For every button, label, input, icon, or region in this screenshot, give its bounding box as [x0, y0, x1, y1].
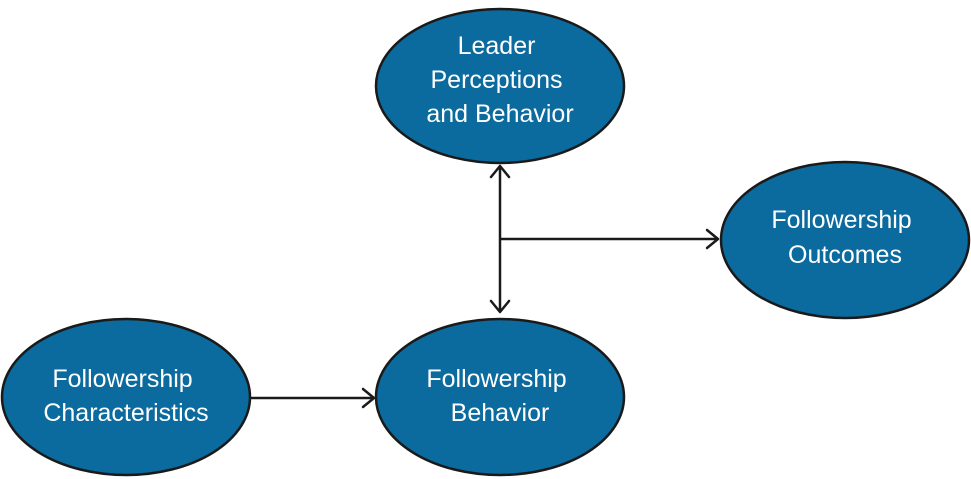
node-outcomes-label: Followership Outcomes	[771, 206, 918, 269]
node-behavior-label: Followership Behavior	[426, 365, 573, 427]
node-behavior-line-2: Behavior	[451, 399, 550, 427]
arrowhead-to-behavior	[489, 299, 511, 314]
node-characteristics-line-2: Characteristics	[43, 399, 208, 427]
node-outcomes-line-2: Outcomes	[788, 241, 902, 269]
node-leader-perceptions: Leader Perceptions and Behavior	[374, 7, 626, 165]
node-leader-line-1: Leader	[458, 32, 536, 60]
arrowhead-to-outcomes	[705, 228, 720, 250]
node-followership-characteristics: Followership Characteristics	[0, 317, 252, 477]
node-leader-label: Leader Perceptions and Behavior	[426, 32, 573, 128]
node-characteristics-ellipse	[0, 317, 252, 477]
arrowhead-to-leader	[489, 164, 511, 179]
node-outcomes-line-1: Followership	[771, 206, 911, 234]
node-leader-ellipse	[374, 7, 626, 165]
node-characteristics-label: Followership Characteristics	[43, 365, 208, 427]
node-leader-line-2: Perceptions	[431, 66, 563, 94]
node-behavior-ellipse	[374, 317, 626, 477]
node-followership-outcomes: Followership Outcomes	[719, 160, 971, 320]
node-followership-behavior: Followership Behavior	[374, 317, 626, 477]
node-behavior-line-1: Followership	[426, 365, 566, 393]
node-characteristics-line-1: Followership	[52, 365, 192, 393]
arrowhead-characteristics-to-behavior	[361, 387, 376, 409]
node-outcomes-ellipse	[719, 160, 971, 320]
node-leader-line-3: and Behavior	[426, 100, 573, 128]
connectors	[250, 164, 720, 409]
